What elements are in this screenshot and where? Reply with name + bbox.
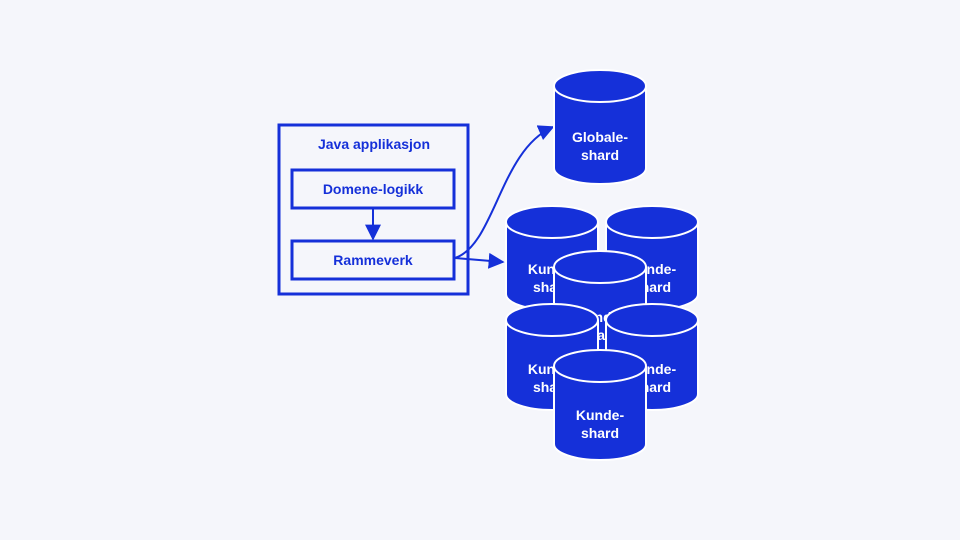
framework-box: Rammeverk bbox=[290, 239, 456, 281]
customer-shard-label-line2: shard bbox=[581, 425, 619, 441]
customer-shard-label-line1: Kunde- bbox=[576, 407, 625, 423]
framework-label: Rammeverk bbox=[333, 252, 413, 268]
domain-logic-label: Domene-logikk bbox=[323, 181, 424, 197]
java-application-box: Java applikasjon bbox=[277, 123, 470, 296]
global-shard-label-line2: shard bbox=[581, 147, 619, 163]
java-application-title: Java applikasjon bbox=[318, 136, 430, 152]
global-shard-label-line1: Globale- bbox=[572, 129, 628, 145]
framework-to-customer-shards-arrow bbox=[454, 252, 505, 269]
domain-logic-box: Domene-logikk bbox=[290, 168, 456, 210]
global-shard-database: Globale- shard bbox=[553, 69, 647, 185]
customer-shard-database: Kunde- shard bbox=[553, 349, 647, 461]
framework-to-global-shard-arrow bbox=[454, 125, 555, 259]
